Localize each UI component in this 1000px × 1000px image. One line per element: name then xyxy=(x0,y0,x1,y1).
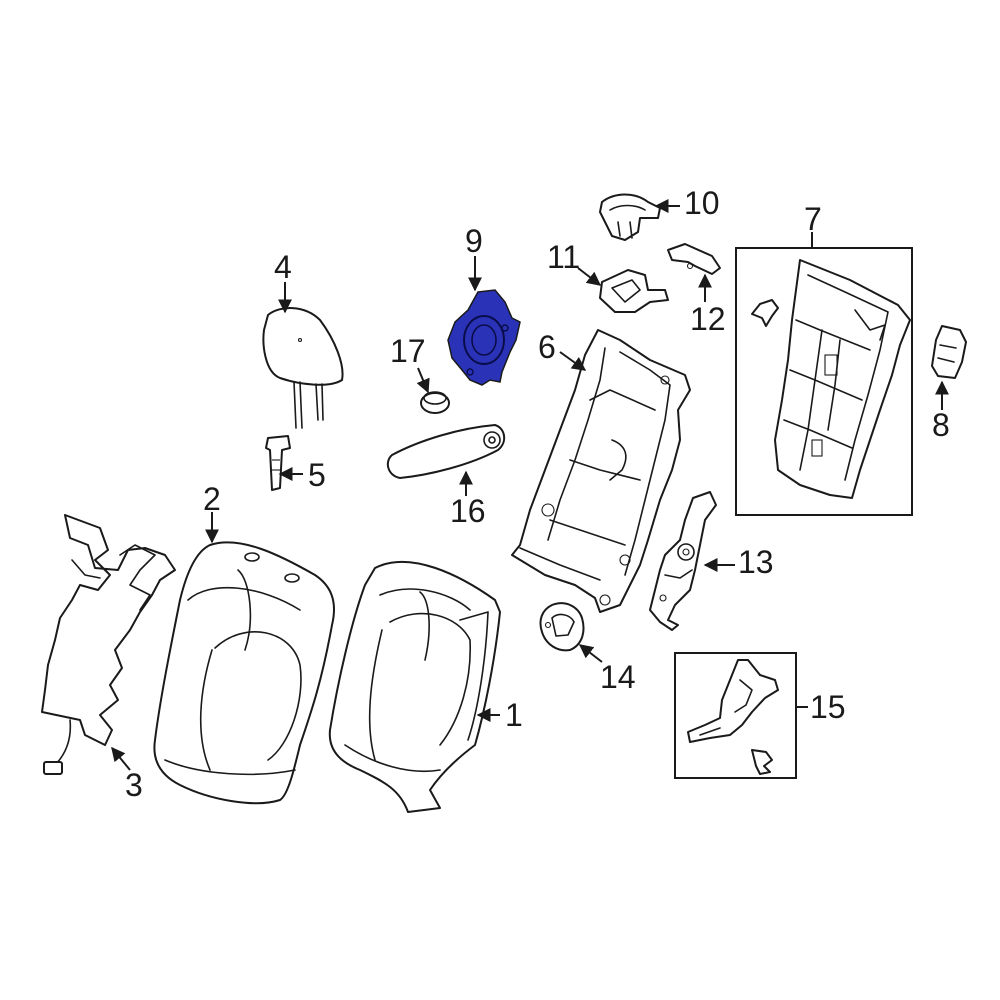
part-10-latch-cover[interactable] xyxy=(599,193,661,241)
part-8-hook-bracket[interactable] xyxy=(931,325,967,379)
callout-10: 10 xyxy=(684,185,720,221)
callout-17: 17 xyxy=(390,333,426,369)
part-16-trim-panel[interactable] xyxy=(386,424,506,479)
callout-1: 1 xyxy=(505,697,523,733)
callout-6: 6 xyxy=(538,329,556,365)
callout-5: 5 xyxy=(308,457,326,493)
part-4-headrest[interactable] xyxy=(262,307,344,429)
part-14-recliner-cover[interactable] xyxy=(539,602,585,652)
part-3-heater-mat[interactable] xyxy=(41,514,176,775)
part-13-recliner[interactable] xyxy=(649,491,717,631)
callout-2: 2 xyxy=(203,481,221,517)
part-11-latch-bezel[interactable] xyxy=(599,269,669,313)
part-5-headrest-guide[interactable] xyxy=(265,435,291,491)
part-9-recliner-cover-highlighted[interactable] xyxy=(447,289,521,386)
callout-9: 9 xyxy=(465,223,483,259)
callout-12: 12 xyxy=(690,301,726,337)
callout-3: 3 xyxy=(125,767,143,803)
part-2-seatback-cushion[interactable] xyxy=(153,541,335,805)
callout-numbers: 1 2 3 4 5 6 7 8 9 10 11 12 13 14 15 16 1… xyxy=(125,185,950,803)
callout-16: 16 xyxy=(450,493,486,529)
callout-13: 13 xyxy=(738,544,774,580)
part-7-clip[interactable] xyxy=(751,299,779,327)
callout-15: 15 xyxy=(810,689,846,725)
part-17-cap[interactable] xyxy=(420,391,450,414)
callout-8: 8 xyxy=(932,407,950,443)
leader-lines xyxy=(111,199,949,771)
callout-7: 7 xyxy=(804,201,822,237)
part-6-seatback-frame[interactable] xyxy=(511,329,691,613)
callout-4: 4 xyxy=(274,249,292,285)
callout-14: 14 xyxy=(600,659,636,695)
part-15-bracket-kit[interactable] xyxy=(674,652,797,779)
callout-11: 11 xyxy=(547,239,580,275)
part-1-seatback-cover[interactable] xyxy=(328,560,501,813)
part-7-seatback-board[interactable] xyxy=(735,247,913,516)
part-12-clip[interactable] xyxy=(667,243,721,275)
